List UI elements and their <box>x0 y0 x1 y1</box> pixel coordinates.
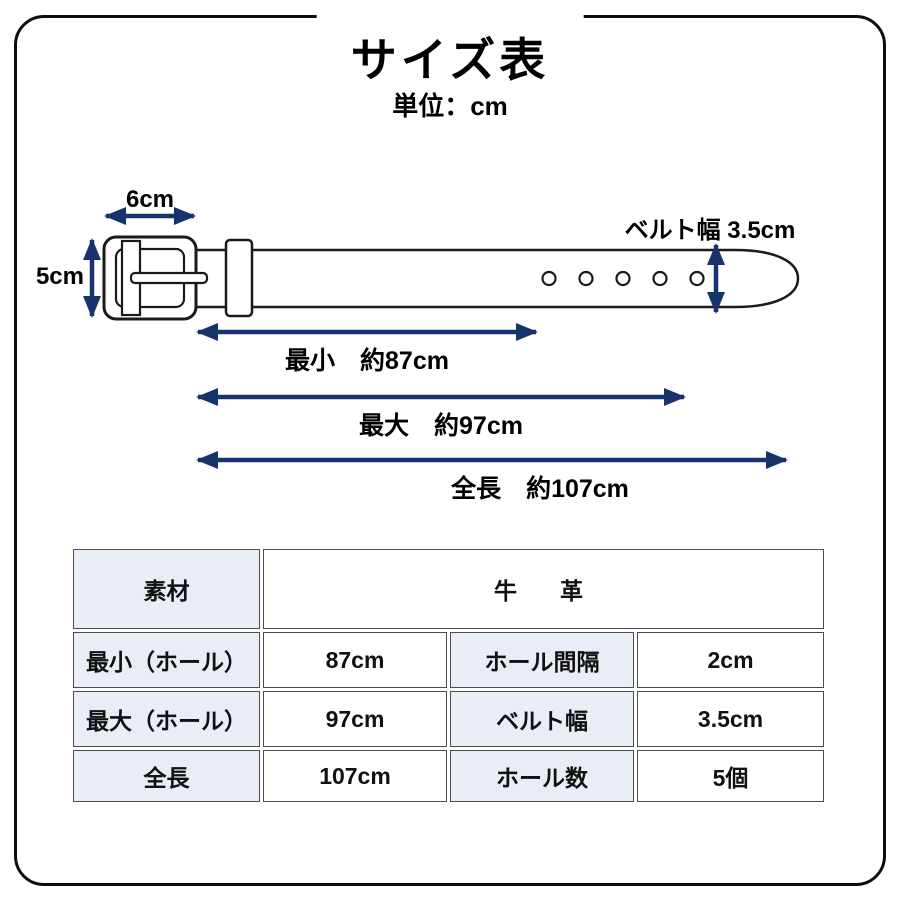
belt-width-cell-value: 3.5cm <box>637 691 825 747</box>
belt-hole <box>541 270 557 287</box>
belt-keeper-loop <box>224 238 254 318</box>
page-title: サイズ表 <box>316 0 584 92</box>
min-length-label: 最小 約87cm <box>285 347 449 375</box>
table-row-material: 素材 牛 革 <box>73 549 825 629</box>
table-row-max: 最大（ホール） 97cm ベルト幅 3.5cm <box>73 691 825 747</box>
hole-spacing-value: 2cm <box>637 632 825 688</box>
unit-label: 単位：cm <box>392 91 508 121</box>
belt-hole <box>689 270 705 287</box>
table-row-total: 全長 107cm ホール数 5個 <box>73 750 825 802</box>
belt-strap <box>148 248 800 309</box>
buckle-height-label: 5cm <box>35 263 84 290</box>
min-hole-label: 最小（ホール） <box>73 632 260 688</box>
hole-count-value: 5個 <box>637 750 825 802</box>
hole-count-label: ホール数 <box>450 750 634 802</box>
table-row-min: 最小（ホール） 87cm ホール間隔 2cm <box>73 632 825 688</box>
total-length-cell-label: 全長 <box>73 750 260 802</box>
belt-holes <box>541 270 705 287</box>
max-length-label: 最大 約97cm <box>359 412 523 440</box>
total-length-cell-value: 107cm <box>263 750 447 802</box>
buckle-width-label: 6cm <box>125 186 175 213</box>
belt-buckle <box>102 235 209 321</box>
buckle-prong <box>129 271 209 285</box>
dimension-arrows <box>83 207 788 469</box>
belt-hole <box>578 270 594 287</box>
size-table: 素材 牛 革 最小（ホール） 87cm ホール間隔 2cm 最大（ホール） 97… <box>70 546 827 805</box>
min-hole-value: 87cm <box>263 632 447 688</box>
belt-width-cell-label: ベルト幅 <box>450 691 634 747</box>
hole-spacing-label: ホール間隔 <box>450 632 634 688</box>
belt-diagram <box>83 207 800 469</box>
max-hole-value: 97cm <box>263 691 447 747</box>
page-title-text: サイズ表 <box>350 34 550 86</box>
belt-width-label: ベルト幅 3.5cm <box>624 217 796 244</box>
material-label: 素材 <box>73 549 260 629</box>
max-hole-label: 最大（ホール） <box>73 691 260 747</box>
total-length-label: 全長 約107cm <box>451 475 629 503</box>
belt-hole <box>652 270 668 287</box>
material-value: 牛 革 <box>263 549 825 629</box>
belt-hole <box>615 270 631 287</box>
